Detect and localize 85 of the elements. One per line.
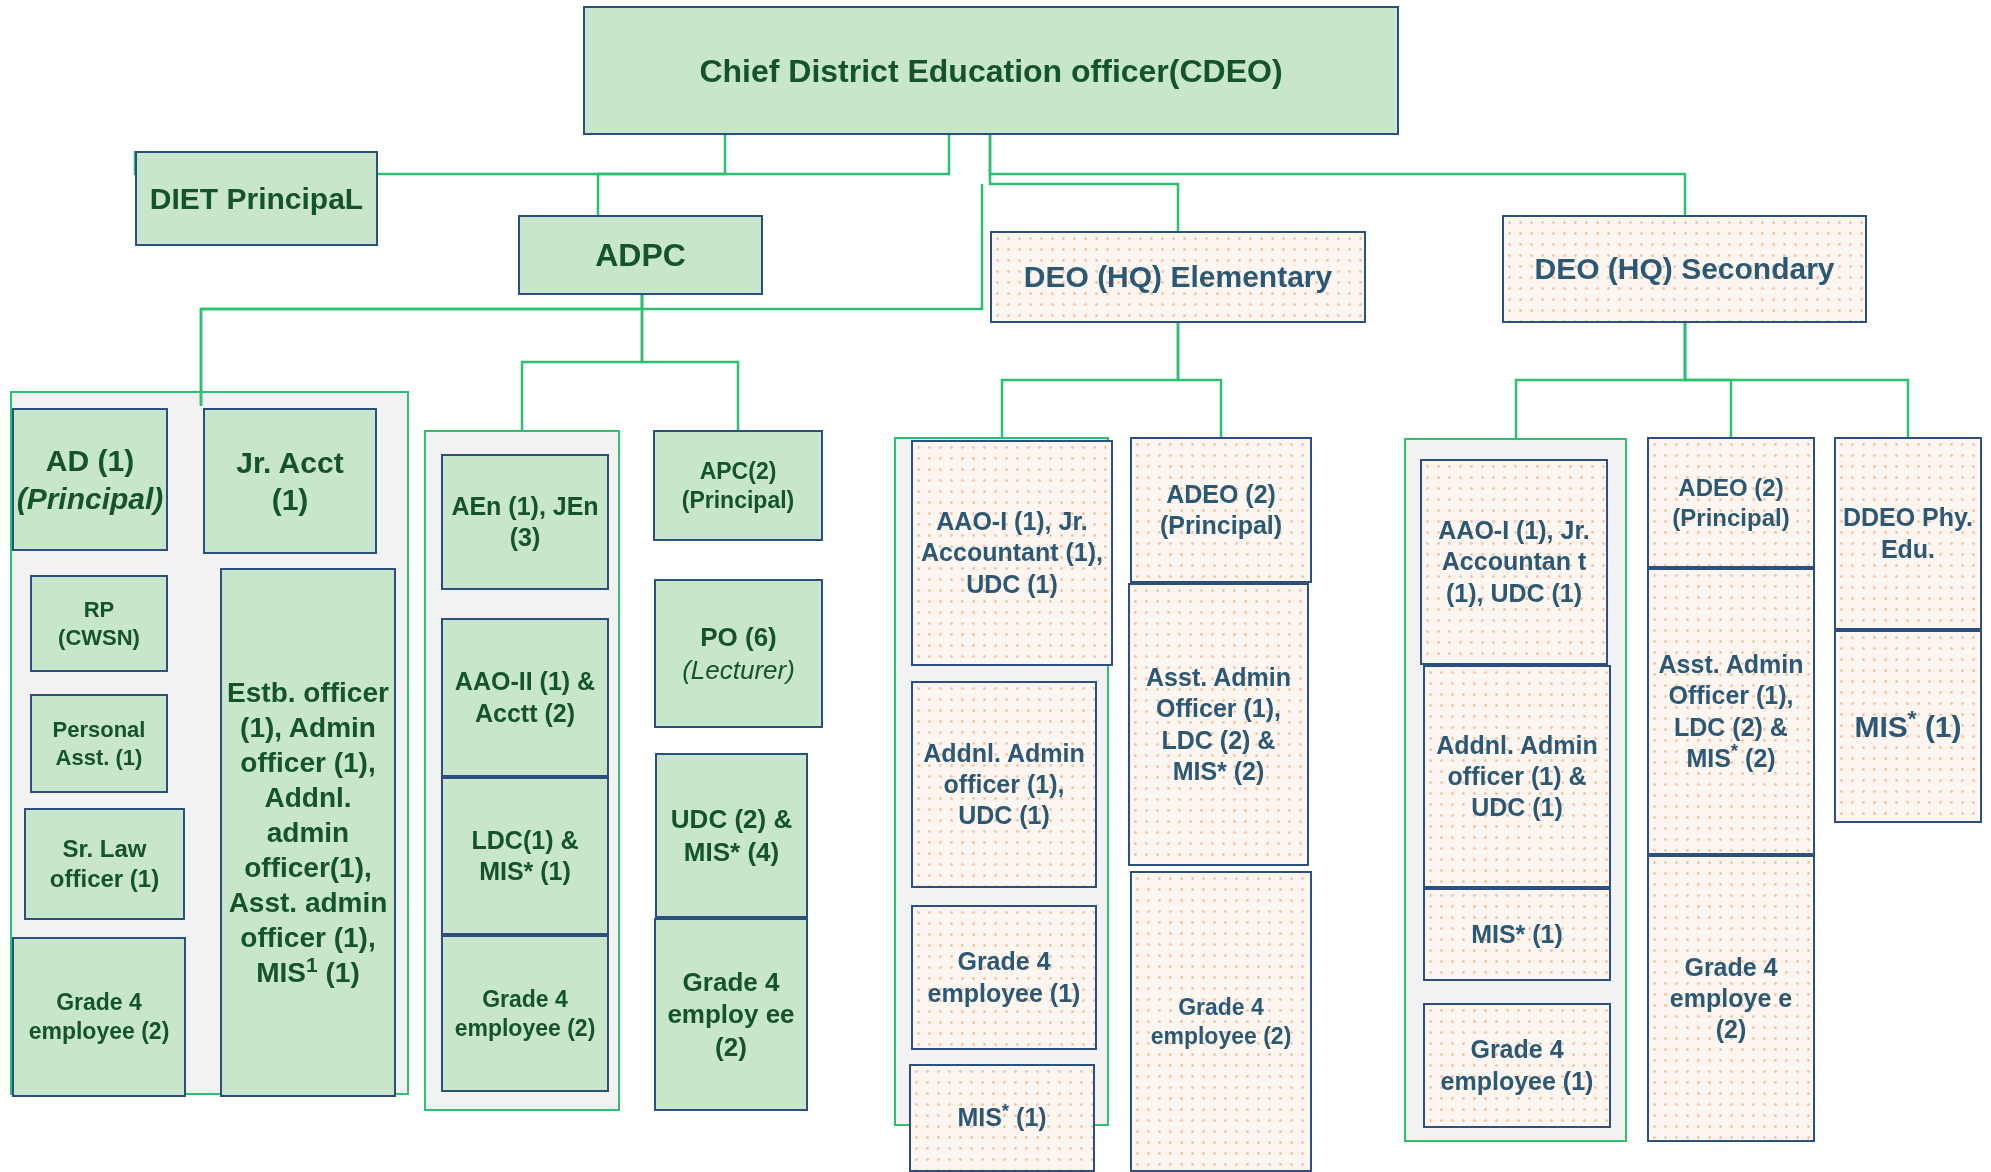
position-label: Personal Asst. (1) <box>51 716 147 771</box>
position-label: Estb. officer (1), Admin officer (1), Addnl. admin officer(1), Asst. admin officer (1), MIS$^{1}$ (1) <box>226 676 390 990</box>
position-box <box>1834 630 1982 823</box>
connector-line <box>199 184 984 406</box>
position-label: ADEO (2) (Principal) <box>1158 478 1284 541</box>
position-label: DDEO Phy. Edu. <box>1841 502 1975 565</box>
position-box <box>12 937 186 1097</box>
position-label: (Lecturer) <box>682 653 795 686</box>
position-label: Addnl. Admin officer (1) & UDC (1) <box>1435 729 1599 824</box>
position-label: Asst. Admin Officer (1), LDC (2) & MIS$^{*}$ (2) <box>1657 649 1805 774</box>
position-box <box>1130 437 1312 583</box>
position-label: Grade 4 employee (2) <box>453 984 597 1043</box>
position-label: AEn (1), JEn (3) <box>450 490 600 553</box>
connector-line <box>1683 323 1910 437</box>
position-label: (Principal) <box>16 480 164 517</box>
position-box <box>1423 665 1611 888</box>
position-box <box>909 1064 1095 1172</box>
position-label: Grade 4 employ ee (2) <box>666 965 796 1064</box>
position-box <box>1128 583 1309 866</box>
connector-line <box>988 135 1687 215</box>
position-label: Grade 4 employe e (2) <box>1668 951 1794 1046</box>
position-box <box>1502 215 1867 323</box>
position-label: AD (1) <box>45 443 135 479</box>
position-box <box>203 408 377 554</box>
position-label: ADPC <box>595 236 686 275</box>
position-box <box>654 918 808 1111</box>
position-box <box>1647 568 1815 855</box>
position-box <box>12 408 168 551</box>
connector-line <box>1176 323 1223 437</box>
position-label: AAO-I (1), Jr. Accountan t (1), UDC (1) <box>1437 515 1591 609</box>
position-label: Grade 4 employee (1) <box>926 946 1082 1009</box>
position-label: DEO (HQ) Elementary <box>1023 259 1333 296</box>
group-panel <box>1404 438 1627 1142</box>
position-label: Asst. Admin Officer (1), LDC (2) & MIS* (2) <box>1145 662 1292 787</box>
position-label: Grade 4 employee (1) <box>1439 1034 1595 1097</box>
position-box <box>441 618 609 777</box>
position-box <box>653 430 823 541</box>
position-label: AAO-I (1), Jr. Accountant (1), UDC (1) <box>920 506 1104 600</box>
position-box <box>911 905 1097 1050</box>
connector-line <box>596 135 951 215</box>
position-box <box>1423 888 1611 981</box>
position-box <box>655 753 808 918</box>
position-label: DIET PrincipaL <box>149 180 364 217</box>
position-label: APC(2) (Principal) <box>680 456 796 515</box>
position-box <box>441 454 609 590</box>
position-box <box>911 440 1113 666</box>
position-label: Grade 4 employee (2) <box>1149 992 1293 1051</box>
position-label: ADEO (2) (Principal) <box>1671 472 1791 533</box>
position-box <box>24 808 185 920</box>
position-label: AAO-II (1) & Acctt (2) <box>453 666 597 729</box>
position-box <box>1647 437 1815 568</box>
position-label: Sr. Law officer (1) <box>48 834 161 894</box>
position-label: Addnl. Admin officer (1), UDC (1) <box>922 737 1086 832</box>
position-box <box>441 935 609 1092</box>
position-box <box>518 215 763 295</box>
connector-line <box>640 295 740 430</box>
position-label: LDC(1) & MIS* (1) <box>470 824 580 887</box>
position-label: MIS* (1) <box>1471 918 1563 950</box>
position-label: MIS$^{*}$ (1) <box>957 1102 1047 1134</box>
position-label: MIS$^{*}$ (1) <box>1854 707 1962 745</box>
position-label: Chief District Education officer(CDEO) <box>699 51 1283 91</box>
position-box <box>1130 871 1312 1172</box>
position-label: (1) <box>271 482 309 518</box>
position-box <box>30 575 168 672</box>
position-box <box>135 151 378 246</box>
position-label: (CWSN) <box>58 623 140 651</box>
position-box <box>1423 1003 1611 1128</box>
position-box <box>1834 437 1982 630</box>
position-label: PO (6) <box>700 621 777 654</box>
position-box <box>220 568 396 1097</box>
group-panel <box>10 391 409 1095</box>
position-box <box>441 777 609 935</box>
position-label: UDC (2) & MIS* (4) <box>669 803 794 868</box>
position-label: Jr. Acct <box>236 444 344 481</box>
position-box <box>583 6 1399 135</box>
position-box <box>911 681 1097 888</box>
position-box <box>30 694 168 793</box>
position-box <box>654 579 823 728</box>
position-label: Grade 4 employee (2) <box>27 988 171 1046</box>
position-label: RP <box>83 596 115 624</box>
group-panel <box>424 430 620 1111</box>
position-box <box>1647 855 1815 1142</box>
position-box <box>1420 459 1608 665</box>
position-box <box>990 231 1366 323</box>
position-label: DEO (HQ) Secondary <box>1534 251 1835 288</box>
